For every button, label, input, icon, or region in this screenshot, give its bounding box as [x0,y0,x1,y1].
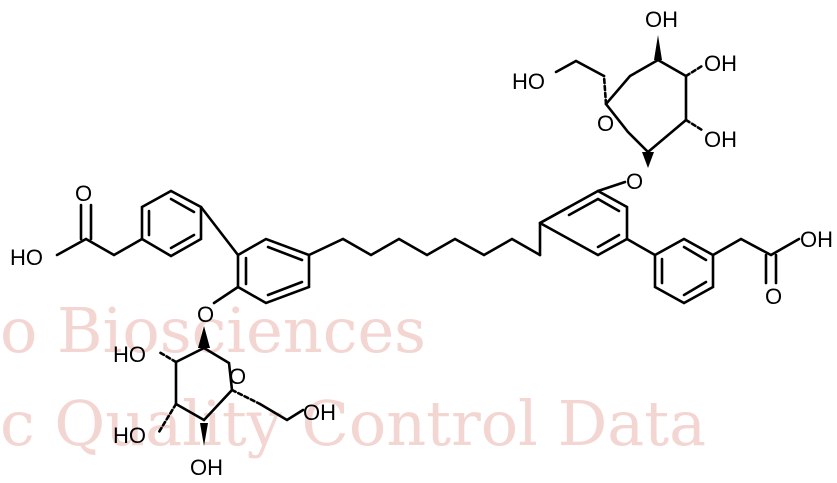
right-acid-chain [711,237,801,257]
ring-c-outer [538,189,629,257]
label-oh-acid-right: OH [800,227,833,252]
right-carbonyl [764,253,778,285]
hash-oh-top-right [684,64,704,78]
bonds [55,35,801,446]
label-oh-top-1: OH [645,7,678,32]
hash-ch2-top [602,74,608,106]
ring-d-inner [660,245,708,297]
label-oh-bottom-2: OH [190,455,223,480]
hexyl-chain [307,237,542,257]
ch2oh-top [554,59,606,78]
ring-b-inner [244,245,304,297]
ring-a-inner [147,197,196,250]
bond-oc [596,180,627,193]
label-o-link-top: O [626,169,643,194]
hash-oh-top-lower [684,118,704,132]
watermark: o Biosciences c Quality Control Data [0,294,706,460]
left-carbonyl [79,203,93,241]
atom-labels: OH OH HO OH O O O HO OH O O HO O HO OH O… [10,7,833,480]
ring-d [653,237,715,305]
wedge-anomeric-bottom [198,326,210,348]
label-carbonyl-o-right: O [765,284,782,309]
label-oh-top-3: OH [704,127,737,152]
hash-ho-bottom-1 [157,350,178,364]
label-ho-acid-left: HO [10,245,43,270]
bond-ob [212,285,240,305]
ring-glucose-top [604,58,688,154]
watermark-line-2: c Quality Control Data [0,387,706,460]
wedge-oh-bottom [200,423,208,446]
biaryl-right [625,237,657,257]
hash-ho-bottom-2 [157,402,178,434]
label-o-ring-bottom: O [229,364,246,389]
left-acid-chain [55,237,144,257]
ch2oh-bottom [258,402,305,422]
label-ho-bottom-1: HO [113,342,146,367]
label-carbonyl-o-left: O [75,181,92,206]
wedge-oh-top [654,35,662,60]
biaryl-left [199,205,240,257]
label-oh-top-2: OH [704,51,737,76]
label-ho-top: HO [512,69,545,94]
hash-ch2-bottom [230,388,262,406]
label-oh-bottom-1: OH [303,400,336,425]
wedge-anomeric-top [642,152,654,168]
ring-a [140,189,203,258]
label-o-ring-top: O [597,111,614,136]
label-o-link-bottom: O [197,302,214,327]
label-ho-bottom-2: HO [113,423,146,448]
ring-c-inner [567,197,621,249]
ring-c-join [538,205,571,257]
